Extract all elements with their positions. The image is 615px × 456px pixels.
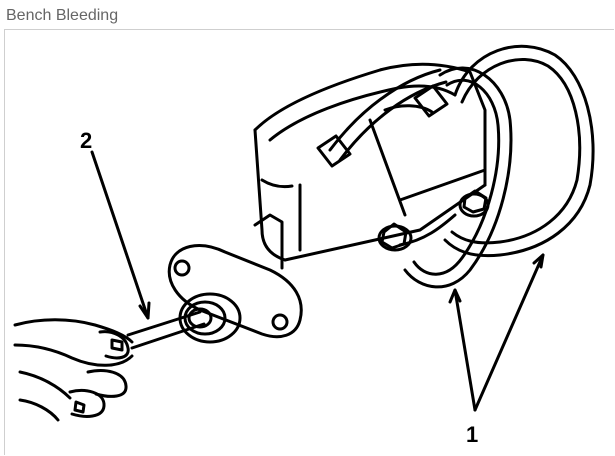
callout-1-leaders: [448, 253, 545, 412]
callout-label-1: 1: [466, 422, 478, 447]
page-title: Bench Bleeding: [6, 7, 119, 24]
push-rod: [126, 310, 206, 350]
callout-label-2: 2: [80, 128, 92, 153]
figure-frame: [4, 29, 614, 455]
piston-bore: [178, 292, 242, 344]
hand: [13, 318, 134, 422]
master-cylinder-body: [253, 62, 490, 262]
callout-2-leader: [90, 150, 151, 320]
bleeder-tube-loop: [403, 44, 595, 289]
